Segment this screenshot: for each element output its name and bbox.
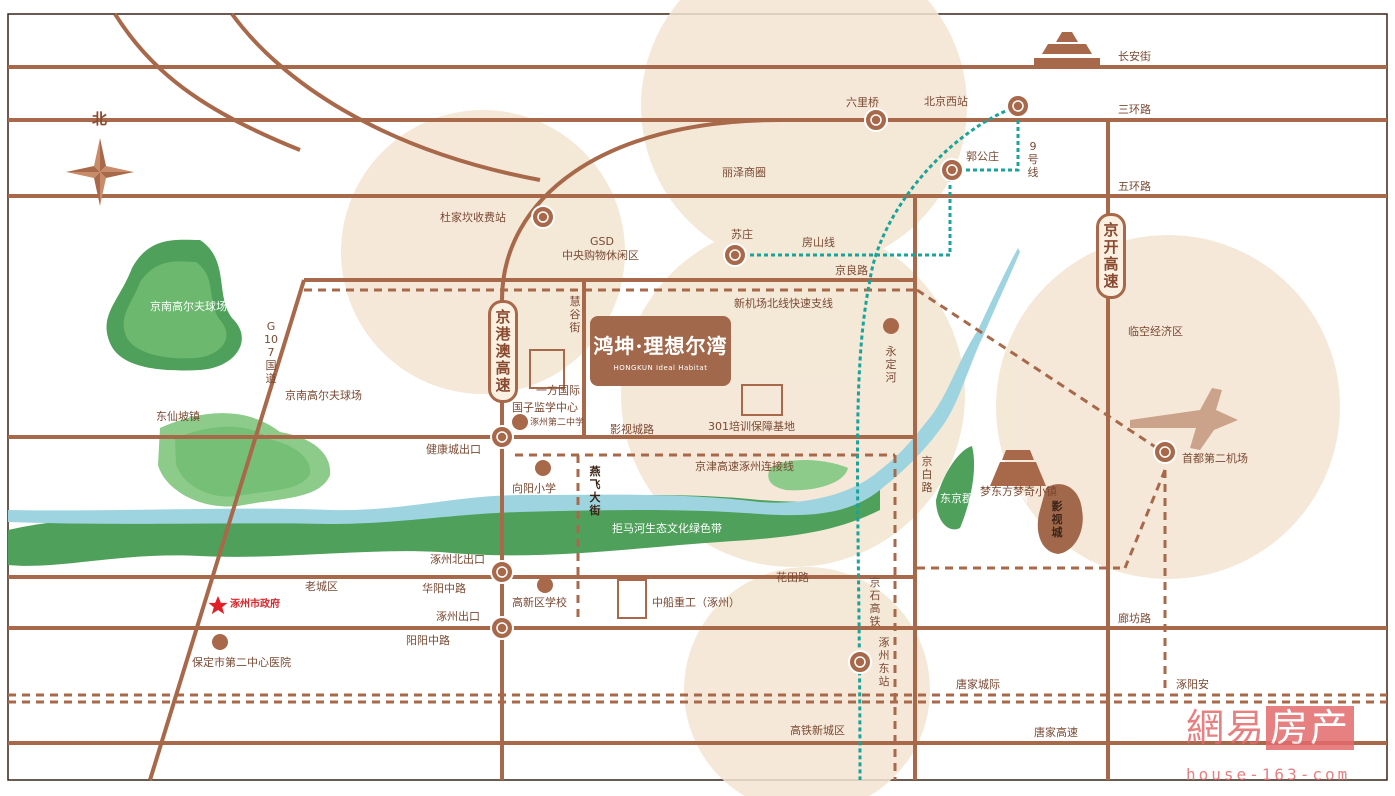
government-star-icon: [208, 596, 228, 615]
area-label: 拒马河生态文化绿色带: [612, 522, 722, 535]
road-label: G107国道: [264, 320, 278, 385]
area-label: 丽泽商圈: [722, 166, 766, 179]
road-label: 廊坊路: [1118, 612, 1151, 625]
station-label: 苏庄: [731, 228, 753, 241]
station-markers: [490, 94, 1177, 674]
station-label: 涿州东站: [878, 636, 890, 688]
station-label: 杜家坎收费站: [440, 211, 506, 224]
metro-lines: [735, 104, 1020, 781]
poi-label: 东京郡高尔夫球场: [940, 492, 1028, 505]
poi-label: 影视城: [1051, 500, 1063, 539]
area-label: 高铁新城区: [790, 724, 845, 737]
station-label: 涿州北出口: [430, 553, 485, 566]
project-title: 鸿坤·理想尔湾: [593, 334, 728, 358]
poi-label: 一方国际: [536, 384, 580, 397]
station-label: 健康城出口: [426, 443, 481, 456]
poi-label: 向阳小学: [512, 482, 556, 495]
rail-label: 京石高铁: [869, 576, 881, 628]
road-label: 京白路: [921, 455, 933, 494]
watermark-text-box: 房产: [1266, 706, 1355, 750]
road-label: 影视城路: [610, 423, 654, 436]
watermark-url: house-163-com: [1186, 765, 1351, 784]
road-label: 唐家高速: [1034, 726, 1078, 739]
river-belt: [8, 248, 1020, 566]
highway-badge-jinggangao: 京港澳高速: [488, 300, 518, 403]
area-label: 中央购物休闲区: [562, 249, 639, 262]
road-label: 京津高速涿州连接线: [695, 460, 794, 473]
poi-label: 301培训保障基地: [708, 420, 795, 433]
road-label: 燕飞大街: [589, 465, 601, 517]
area-label: 老城区: [305, 580, 338, 593]
poi-label: 京南高尔夫球场: [285, 389, 362, 402]
road-label: 慧谷街: [569, 295, 581, 334]
road-label: 唐家城际: [956, 678, 1000, 691]
watermark-logo: 網易房产: [1186, 706, 1355, 750]
road-label: 长安街: [1118, 50, 1151, 63]
road-label: 新机场北线快速支线: [734, 297, 833, 310]
road-label: 三环路: [1118, 103, 1151, 116]
project-subtitle: HONGKUN Ideal Habitat: [613, 364, 708, 372]
poi-label: 保定市第二中心医院: [192, 656, 291, 669]
metro-line-label: 房山线: [802, 236, 835, 249]
road-label: 花田路: [776, 571, 809, 584]
area-label: GSD: [590, 235, 614, 248]
road-label: 涿阳安: [1176, 678, 1209, 691]
compass-icon: [66, 138, 134, 206]
poi-label: 梦东方梦奇小镇: [980, 485, 1057, 498]
poi-label: 京南高尔夫球场: [150, 300, 227, 313]
road-label: 永定河: [885, 345, 897, 384]
station-label: 涿州出口: [436, 610, 480, 623]
road-label: 五环路: [1118, 180, 1151, 193]
station-label: 郭公庄: [966, 150, 999, 163]
road-label: 阳阳中路: [406, 634, 450, 647]
poi-icons: [212, 32, 1238, 650]
project-label-box[interactable]: 鸿坤·理想尔湾 HONGKUN Ideal Habitat: [590, 316, 731, 386]
station-label: 首都第二机场: [1182, 452, 1248, 465]
government-label: 涿州市政府: [230, 599, 280, 610]
poi-label: 涿州第二中学: [530, 418, 585, 428]
watermark-text: 網易: [1186, 706, 1267, 750]
highway-badge-jingkai: 京开高速: [1096, 213, 1126, 299]
poi-label: 东仙坡镇: [156, 410, 200, 423]
poi-label: 中船重工（涿州）: [652, 596, 740, 609]
station-label: 六里桥: [846, 96, 879, 109]
area-label: 临空经济区: [1128, 325, 1183, 338]
poi-label: 国子监学中心: [512, 401, 578, 414]
road-label: 华阳中路: [422, 582, 466, 595]
road-label: 京良路: [835, 264, 868, 277]
metro-line-label: 9号线: [1027, 140, 1039, 179]
compass-north-label: 北: [92, 110, 108, 128]
dashed-lines: [8, 288, 1387, 780]
poi-label: 高新区学校: [512, 596, 567, 609]
station-label: 北京西站: [924, 95, 968, 108]
